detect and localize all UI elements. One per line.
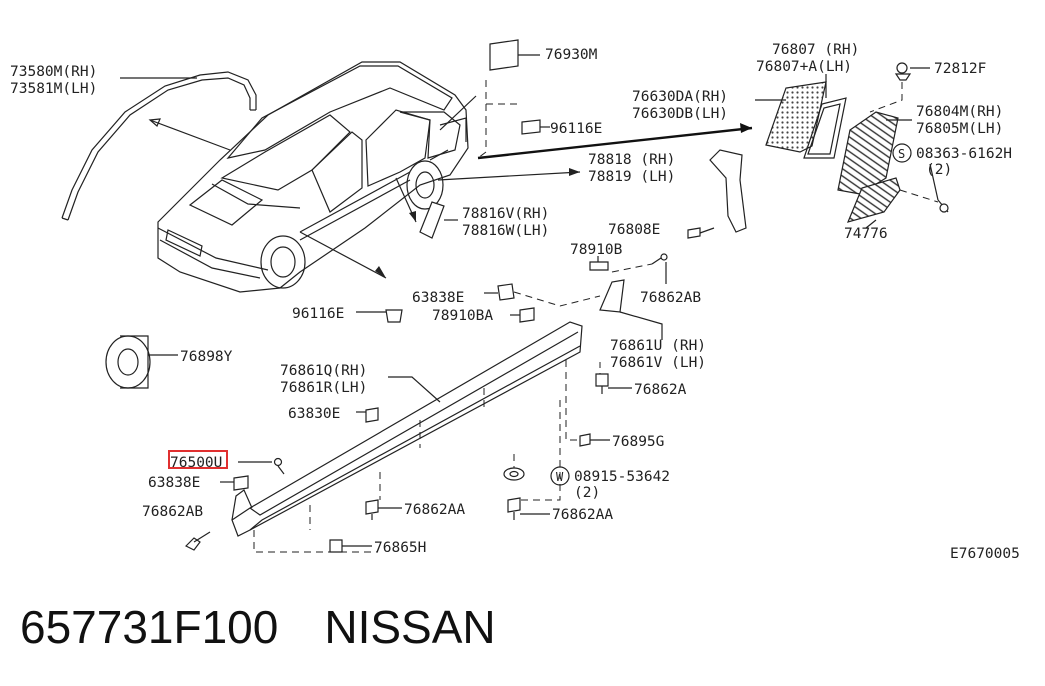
trim-78818 xyxy=(709,149,747,233)
label-76898y: 76898Y xyxy=(180,349,233,365)
part-96116e-clip xyxy=(521,119,541,135)
quarter-glass xyxy=(765,81,827,153)
roof-molding-strip xyxy=(61,71,257,219)
label-73580m: 73580M(RH) xyxy=(10,64,97,80)
arrow-roof xyxy=(149,119,231,151)
label-63838e-bottom: 63838E xyxy=(148,475,200,491)
bracket-76861u xyxy=(599,279,625,313)
label-78816v: 78816V(RH) xyxy=(462,206,549,222)
label-76805m: 76805M(LH) xyxy=(916,121,1003,137)
label-08915: 08915-53642 xyxy=(574,469,670,485)
label-74776: 74776 xyxy=(844,226,888,242)
label-76862aa-left: 76862AA xyxy=(404,502,465,518)
label-78819: 78819 (LH) xyxy=(588,169,675,185)
label-76861r: 76861R(LH) xyxy=(280,380,367,396)
label-73581m: 73581M(LH) xyxy=(10,81,97,97)
label-76804m: 76804M(RH) xyxy=(916,104,1003,120)
screw-72812f xyxy=(896,62,908,74)
label-76807: 76807 (RH) xyxy=(772,42,859,58)
label-76865h: 76865H xyxy=(374,540,426,556)
label-76861u: 76861U (RH) xyxy=(610,338,706,354)
label-76862a: 76862A xyxy=(634,382,687,398)
label-76862ab-top: 76862AB xyxy=(640,290,701,306)
bracket-74776 xyxy=(846,177,901,223)
part-76930m xyxy=(489,39,519,71)
label-76808e: 76808E xyxy=(608,222,660,238)
brand-name: NISSAN xyxy=(324,601,496,653)
label-08915-qty: (2) xyxy=(574,485,600,501)
footer-caption: 657731F100 NISSAN xyxy=(20,600,542,662)
label-76807a: 76807+A(LH) xyxy=(756,59,852,75)
side-sill-molding xyxy=(231,321,583,537)
label-76862ab-bottom: 76862AB xyxy=(142,504,203,520)
label-96116e-top: 96116E xyxy=(550,121,602,137)
label-76630da: 76630DA(RH) xyxy=(632,89,728,105)
clip-63838e xyxy=(497,283,515,301)
label-08363: 08363-6162H xyxy=(916,146,1012,162)
label-76630db: 76630DB(LH) xyxy=(632,106,728,122)
label-76862aa-right: 76862AA xyxy=(552,507,613,523)
label-63830e: 63830E xyxy=(288,406,340,422)
s-symbol-letter: S xyxy=(898,147,905,161)
car-outline xyxy=(157,61,469,293)
glass-seal xyxy=(803,97,847,159)
label-78818: 78818 (RH) xyxy=(588,152,675,168)
part-number: 657731F100 xyxy=(20,601,279,653)
label-76861v: 76861V (LH) xyxy=(610,355,706,371)
mud-flap xyxy=(419,201,445,239)
highlight-box xyxy=(168,450,228,469)
diagram-code: E7670005 xyxy=(950,546,1020,562)
label-72812f: 72812F xyxy=(934,61,986,77)
s-symbol xyxy=(892,143,912,163)
label-78910b: 78910B xyxy=(570,242,623,258)
w-symbol xyxy=(550,466,570,486)
clip-78910b xyxy=(589,261,609,271)
label-76930m: 76930M xyxy=(545,47,598,63)
label-08363-qty: (2) xyxy=(926,162,952,178)
label-76500u: 76500U xyxy=(170,455,222,471)
w-symbol-letter: W xyxy=(556,470,564,484)
label-63838e-top: 63838E xyxy=(412,290,464,306)
label-96116e-bottom: 96116E xyxy=(292,306,344,322)
label-76861q: 76861Q(RH) xyxy=(280,363,367,379)
parts-diagram: 73580M(RH) 73581M(LH) 76930M 96116E 7680… xyxy=(10,39,1020,562)
label-78816w: 78816W(LH) xyxy=(462,223,549,239)
label-76895g: 76895G xyxy=(612,434,664,450)
label-78910ba: 78910BA xyxy=(432,308,493,324)
